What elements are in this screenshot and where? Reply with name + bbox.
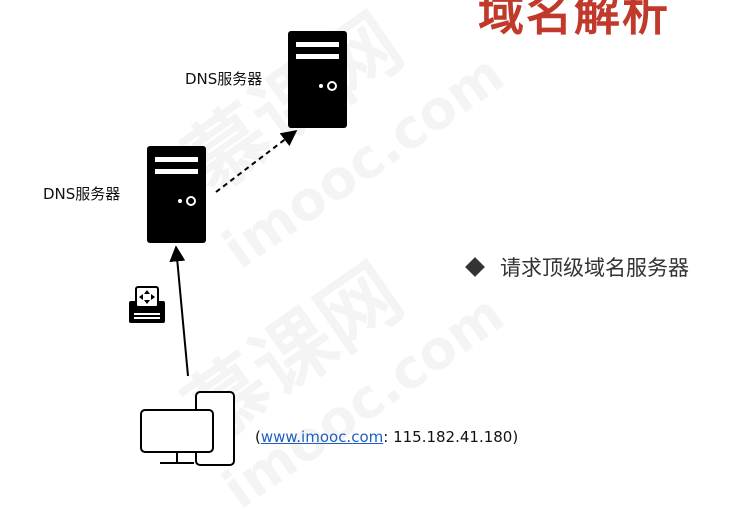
- bottom-dns-server-label: DNS服务器: [43, 185, 121, 203]
- computer-icon: [140, 391, 235, 466]
- bullet-text: 请求顶级域名服务器: [500, 256, 689, 280]
- caption-ip: : 115.182.41.180): [383, 428, 519, 446]
- server-icon: [288, 31, 347, 128]
- connection-arrows: [169, 130, 298, 377]
- diamond-bullet-icon: [465, 257, 485, 277]
- bullet-item: 请求顶级域名服务器: [465, 252, 689, 282]
- caption-open: (: [255, 428, 261, 446]
- page-title: 域名解析: [478, 0, 670, 41]
- domain-ip-caption: (www.imooc.com: 115.182.41.180): [255, 428, 518, 446]
- server-icon: [147, 146, 206, 243]
- dashed-forward-arrow: [215, 130, 298, 193]
- domain-link[interactable]: www.imooc.com: [260, 428, 384, 446]
- top-dns-server-label: DNS服务器: [185, 70, 263, 88]
- query-arrow: [169, 245, 189, 377]
- router-icon: [129, 286, 165, 323]
